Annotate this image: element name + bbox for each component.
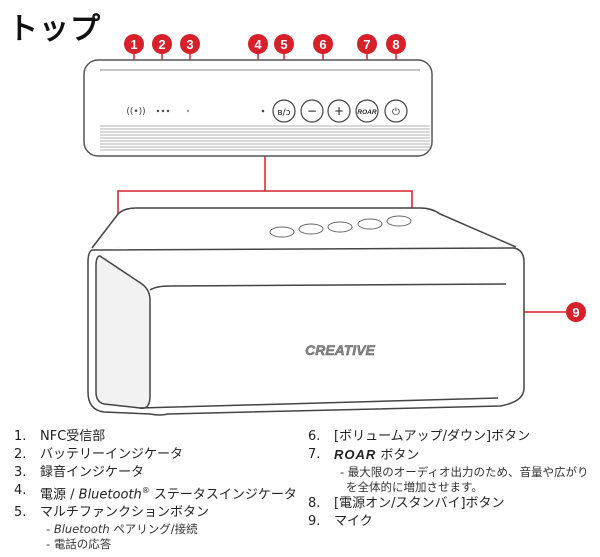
legend-item-7-sub-1: - 最大限のオーディオ出力のため、音量や広がり — [340, 465, 589, 479]
callout-4: 4 — [248, 34, 268, 54]
legend-item-6: 6. [ボリュームアップ/ダウン]ボタン — [308, 429, 531, 444]
page-title: トップ — [8, 12, 101, 47]
legend-item-5-sub-1: - Bluetooth ペアリング/接続 — [46, 522, 198, 537]
legend-item-8: 8. [電源オン/スタンバイ]ボタン — [308, 496, 505, 511]
legend-item-7: 7. ROAR ボタン — [308, 447, 420, 463]
legend-item-3: 3. 録音インジケータ — [14, 465, 145, 480]
creative-logo: CREATIVE — [305, 342, 375, 358]
legend-item-2: 2. バッテリーインジケータ — [14, 447, 184, 462]
power-icon: ⏻ — [392, 107, 400, 118]
callout-8: 8 — [386, 34, 406, 54]
legend-left: 1. NFC受信部 2. バッテリーインジケータ 3. 録音インジケータ 4. … — [14, 428, 297, 552]
volume-up-button — [327, 99, 351, 123]
legend-item-4: 4. 電源 / Bluetooth® ステータスインジケータ — [14, 483, 297, 503]
svg-text:+: + — [334, 104, 344, 118]
legend-right: 6. [ボリュームアップ/ダウン]ボタン 7. ROAR ボタン - 最大限のオ… — [308, 428, 589, 531]
speaker-top-buttons — [269, 215, 412, 238]
speaker-body — [87, 207, 525, 416]
legend-item-1: 1. NFC受信部 — [14, 429, 106, 444]
top-panel-closeup: ((•)) ʙ/ↄ − + ROAR ⏻ — [83, 59, 433, 157]
legend-item-5: 5. マルチファンクションボタン — [14, 505, 210, 521]
legend-item-7-sub-2: を全体的に増加させます。 — [346, 480, 483, 494]
callout-6: 6 — [313, 34, 333, 54]
svg-text:ROAR: ROAR — [357, 109, 376, 116]
speaker-diagram: ((•)) ʙ/ↄ − + ROAR ⏻ CREATIVE — [83, 52, 566, 416]
legend-item-9: 9. マイク — [308, 514, 373, 529]
callout-9: 9 — [566, 302, 586, 322]
roar-button — [355, 99, 379, 123]
callout-2: 2 — [152, 34, 172, 54]
legend-item-5-sub-2: - 電話の応答 — [46, 537, 112, 552]
multifunction-button — [272, 99, 296, 123]
volume-down-button — [300, 99, 324, 123]
callout-7: 7 — [357, 34, 377, 54]
callout-3: 3 — [180, 34, 200, 54]
callout-1: 1 — [124, 34, 144, 54]
svg-text:−: − — [307, 104, 317, 118]
nfc-icon: ((•)) — [126, 107, 145, 117]
svg-text:ʙ/ↄ: ʙ/ↄ — [277, 108, 290, 118]
power-button — [384, 99, 408, 123]
callout-5: 5 — [274, 34, 294, 54]
roar-logo: ROAR — [334, 447, 377, 462]
